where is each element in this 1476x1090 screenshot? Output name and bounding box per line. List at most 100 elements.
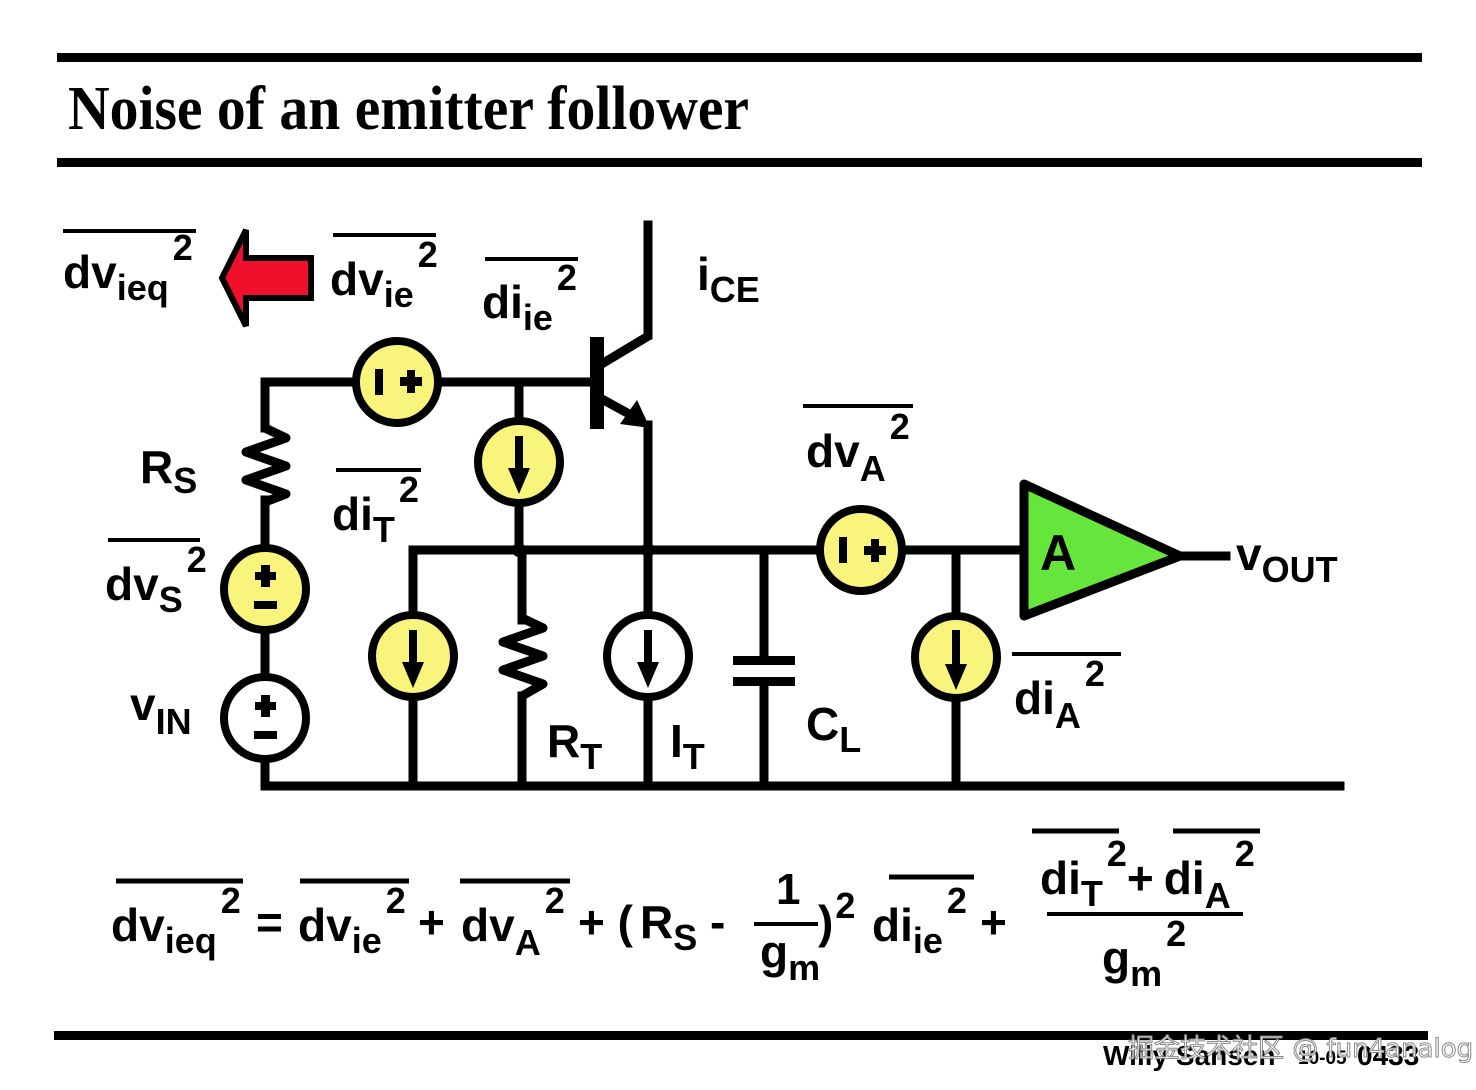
label-sub: S: [159, 579, 183, 620]
label-sub: T: [580, 736, 602, 777]
voltage-source-dvie: [352, 337, 442, 427]
eq-equals: =: [256, 896, 283, 948]
eq-sup: 2: [221, 880, 241, 921]
eq-base: g: [760, 926, 788, 978]
current-source-dia: [911, 612, 1001, 702]
capacitor-plate-bottom: [733, 677, 795, 686]
label-sub: A: [860, 448, 886, 489]
label-sub: A: [1055, 695, 1081, 736]
label-base: v: [130, 678, 156, 730]
source-circle: [816, 505, 906, 595]
source-circle: [220, 673, 310, 763]
eq-plus: +: [980, 896, 1007, 948]
label-sub: ie: [384, 274, 414, 315]
label-it: IT: [670, 715, 705, 777]
svg-text:diT2: diT2: [332, 469, 419, 550]
amplifier-a: A: [1019, 479, 1185, 621]
plus-icon-stem: [261, 565, 270, 587]
label-sub: T: [373, 509, 395, 550]
title-underline-rule: [57, 158, 1422, 167]
eq-base: di: [1164, 852, 1205, 904]
eq-sub: m: [788, 947, 820, 988]
minus-icon: [839, 537, 847, 563]
svg-text:dvie2: dvie2: [330, 234, 438, 315]
label-base: di: [1014, 672, 1055, 724]
eq-paren: ): [818, 896, 833, 948]
resistor-rs: [241, 423, 291, 507]
eq-sub: m: [1130, 953, 1162, 994]
resistor-rt: [498, 613, 548, 700]
down-arrow-icon: [644, 630, 652, 666]
label-v-in: vIN: [130, 678, 192, 742]
footer-rule: [54, 1031, 1428, 1040]
label-rs: RS: [140, 441, 197, 501]
label-sub: CE: [710, 269, 760, 310]
label-base: dv: [63, 246, 117, 298]
watermark: 掘金技术社区 @ fun4analog: [1127, 1034, 1474, 1065]
eq-rs: RS: [640, 896, 697, 958]
eq-plus: +: [1127, 852, 1154, 904]
wires: [260, 220, 1345, 791]
label-sup: 2: [187, 539, 207, 580]
eq-sup: 2: [1166, 913, 1186, 954]
junction-dot: [512, 543, 526, 557]
label-i-ce: iCE: [697, 248, 760, 310]
junction-dot: [641, 543, 655, 557]
plus-icon-stem: [871, 539, 879, 562]
label-base: R: [547, 715, 580, 767]
transistor-collector-leg: [597, 331, 653, 369]
eq-sub: ieq: [165, 920, 217, 961]
label-dv-s: dvS2: [105, 538, 207, 620]
svg-text:dvS2: dvS2: [105, 539, 207, 620]
source-circle: [220, 544, 310, 634]
down-arrow-head-icon: [945, 664, 967, 690]
label-sub: ie: [523, 297, 553, 338]
label-base: v: [1236, 528, 1262, 580]
voltage-source-vin: [220, 673, 310, 763]
eq-plus: +: [418, 896, 445, 948]
eq-base: dv: [461, 899, 515, 951]
eq-sup: 2: [1107, 833, 1127, 874]
label-di-a: diA2: [1012, 652, 1121, 736]
label-di-ie: diie2: [482, 257, 578, 338]
eq-frac1-num: 1: [776, 865, 800, 914]
svg-text:diA2: diA2: [1014, 653, 1105, 736]
down-arrow-icon: [409, 630, 417, 666]
eq-frac2-den: gm2: [1102, 913, 1186, 994]
minus-icon: [375, 369, 383, 395]
eq-base: dv: [111, 899, 165, 951]
label-sup: 2: [399, 469, 419, 510]
current-source-diie: [474, 417, 564, 507]
eq-sup: 2: [545, 880, 565, 921]
label-sub: IN: [156, 701, 192, 742]
eq-sub: A: [1205, 875, 1231, 916]
label-sup: 2: [1085, 653, 1105, 694]
eq-term-diie: diie2: [872, 880, 967, 961]
capacitor-plate-top: [733, 656, 795, 665]
eq-base: di: [872, 899, 913, 951]
svg-text:dvieq2: dvieq2: [63, 227, 193, 308]
capacitor-cl: [733, 656, 795, 686]
label-dv-a: dvA2: [803, 404, 913, 489]
down-arrow-head-icon: [402, 662, 424, 688]
transistor-base-bar: [590, 337, 604, 429]
amplifier-label: A: [1040, 525, 1076, 581]
footer-author: Willy Sansen: [1103, 1040, 1276, 1071]
eq-sup: 2: [1235, 833, 1255, 874]
label-base: dv: [330, 253, 384, 305]
label-sub: S: [173, 460, 197, 501]
label-sup: 2: [890, 406, 910, 447]
eq-sup: 2: [386, 880, 406, 921]
down-arrow-icon: [515, 436, 523, 472]
eq-term-dva: dvA2: [461, 880, 565, 963]
label-sup: 2: [557, 257, 577, 298]
label-base: dv: [806, 425, 860, 477]
source-circle: [352, 337, 442, 427]
label-sub: T: [683, 736, 705, 777]
minus-icon: [254, 601, 277, 609]
label-base: di: [332, 488, 373, 540]
label-base: dv: [105, 558, 159, 610]
plus-icon-stem: [407, 370, 415, 393]
svg-text:diie2: diie2: [482, 257, 577, 338]
